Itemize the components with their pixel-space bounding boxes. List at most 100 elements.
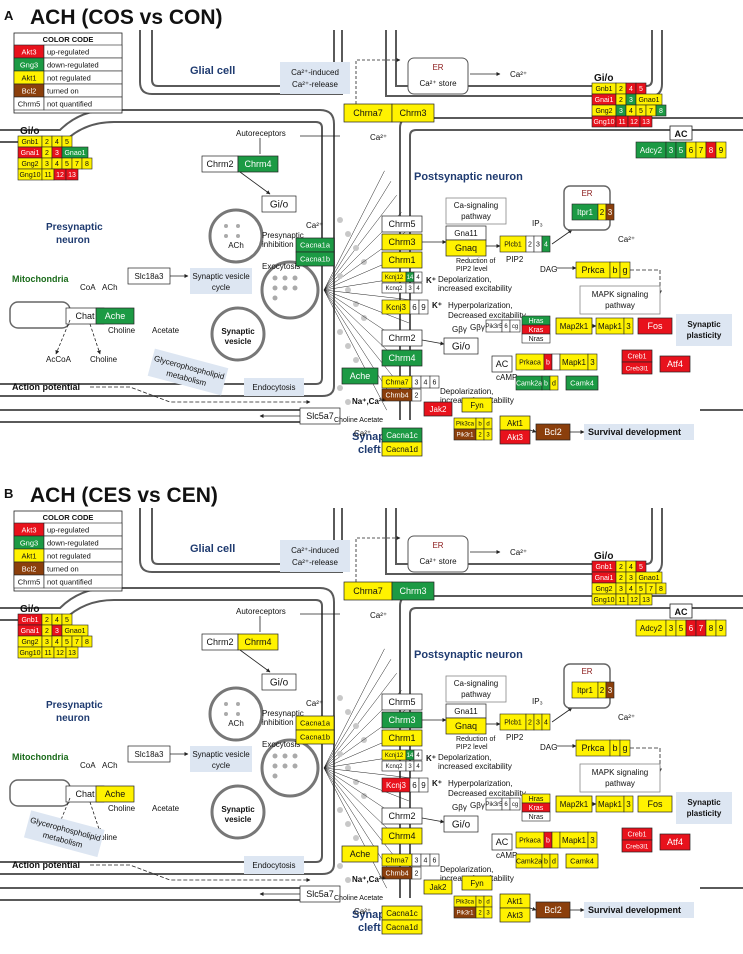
gene-cell-3 xyxy=(623,795,634,813)
gene-cell-8 xyxy=(81,157,93,170)
gene-cell-label: 4 xyxy=(629,586,633,593)
ach-diffusion-line xyxy=(323,673,397,769)
gene-label: Chrm2 xyxy=(206,637,233,647)
postsynaptic-membrane-inner xyxy=(409,607,743,898)
presynaptic-membrane-inner xyxy=(0,599,323,863)
glial-membrane-outer xyxy=(139,30,343,95)
gene-fyn: Fyn xyxy=(461,875,493,891)
gene-label: Gi/o xyxy=(270,200,289,211)
gene-cell-label: Gnai1 xyxy=(595,575,614,582)
gene-cell-d xyxy=(549,375,559,391)
gene-cell-3 xyxy=(483,906,493,919)
gene-cell-label: Gng2 xyxy=(595,586,612,593)
ach-molecule xyxy=(337,863,343,869)
gene-cell-label: 9 xyxy=(719,624,724,633)
label-choline: Choline xyxy=(108,326,136,335)
ach-molecule xyxy=(337,751,343,757)
label-ca2: Ca²⁺ xyxy=(370,133,387,142)
label-presyn-inhib2: inhibition xyxy=(262,240,294,249)
legend-label: turned on xyxy=(47,565,79,574)
ach-molecule xyxy=(345,399,351,405)
label-k-plus: K⁺ xyxy=(426,754,436,763)
survival-bubble xyxy=(584,902,694,918)
gene-atf4: Atf4 xyxy=(659,833,691,851)
label-ca-sig2: pathway xyxy=(461,212,491,221)
gene-cell-label: 4 xyxy=(55,139,59,146)
gene-box xyxy=(621,839,653,853)
gene-cell-label: 3 xyxy=(536,720,540,727)
gene-box xyxy=(381,349,423,367)
gene-cell-label: 7 xyxy=(75,161,79,168)
gene-cell-3 xyxy=(623,317,634,335)
gene-label: Chrm4 xyxy=(388,831,415,841)
gene-cell-label: 6 xyxy=(433,380,437,387)
gene-cell-label: Gng10 xyxy=(593,119,614,126)
label-acetate: Acetate xyxy=(152,804,180,813)
gene-cell-label: 11 xyxy=(44,172,51,179)
ach-molecule xyxy=(353,245,359,251)
gene-cell-label: 3 xyxy=(629,575,633,582)
connector xyxy=(89,323,101,355)
ach-molecule xyxy=(361,793,367,799)
gene-cell-nras xyxy=(521,811,551,822)
gene-cell-label: 11 xyxy=(618,119,625,126)
gene-cell-label: 3 xyxy=(415,380,419,387)
label-na-ca: Na⁺,Ca²⁺ xyxy=(352,875,386,884)
gene-label: Cacna1c xyxy=(386,909,418,918)
gene-label: Creb3l1 xyxy=(626,843,649,850)
gene-ac: AC xyxy=(491,833,513,851)
ac-label: AC xyxy=(675,607,688,617)
gene-label: Slc18a3 xyxy=(135,750,164,759)
gene-chrm4: Chrm4 xyxy=(381,827,423,845)
gene-box xyxy=(461,875,493,891)
label-gby: Gβγ xyxy=(470,801,485,810)
gene-ache: Ache xyxy=(341,367,379,385)
label-ca-release: Ca²⁺-release xyxy=(292,80,339,89)
gene-box xyxy=(381,827,423,845)
gene-cell-2 xyxy=(411,388,422,402)
gene-creb3l1: Creb3l1 xyxy=(621,839,653,853)
gene-cell-label: 3 xyxy=(626,322,631,331)
gene-cell-label: Chrnb4 xyxy=(386,393,409,400)
gene-box xyxy=(381,729,423,747)
gene-cell-nras xyxy=(521,333,551,344)
arrow xyxy=(551,229,573,245)
gene-cell-label: 3 xyxy=(415,858,419,865)
gene-label: Creb1 xyxy=(627,832,646,839)
gene-camk4: Camk4 xyxy=(565,853,599,869)
gene-box xyxy=(443,337,479,355)
gene-cell-label: Gng10 xyxy=(19,650,40,657)
hras: Hras xyxy=(521,793,551,804)
gene-cell-label: 2 xyxy=(415,393,419,400)
gene-label: Fyn xyxy=(470,401,483,410)
label-ca2: Ca²⁺ xyxy=(370,611,387,620)
gene-label: Gnaq xyxy=(455,721,477,731)
ach-dot xyxy=(236,712,240,716)
label-k-plus: K⁺ xyxy=(426,276,436,285)
gene-label: Camk4 xyxy=(570,379,594,388)
gene-cell-label: Camk2a xyxy=(516,859,542,866)
gene-label: Akt1 xyxy=(507,897,524,906)
gene-cacna1d: Cacna1d xyxy=(381,441,423,457)
legend-gene: Chrm5 xyxy=(18,100,41,109)
glial-membrane-inner xyxy=(151,508,335,565)
kras: Kras xyxy=(521,802,551,813)
label-action-potential: Action potential xyxy=(12,382,80,392)
gene-cell-label: 8 xyxy=(85,161,89,168)
gene-label: Fos xyxy=(647,321,663,331)
label-svc1: Synaptic vesicle xyxy=(192,272,250,281)
legend-gene: Chrm5 xyxy=(18,578,41,587)
legend-label-cell xyxy=(43,96,123,111)
gene-label: Chrm1 xyxy=(388,733,415,743)
gene-label: Chrm3 xyxy=(399,108,426,118)
gene-cell-label: 4 xyxy=(416,764,420,770)
